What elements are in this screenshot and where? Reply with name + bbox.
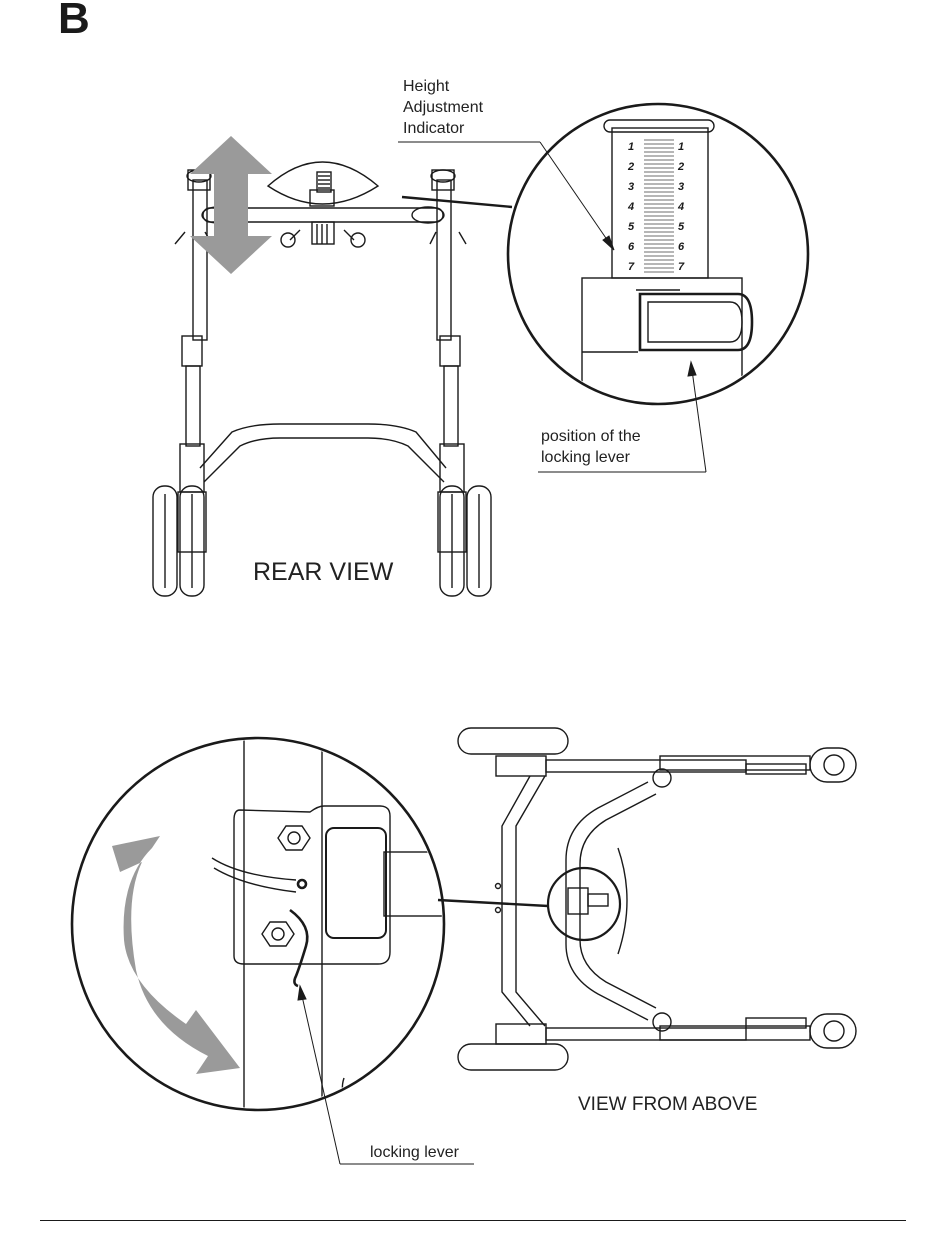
- scale-number: 5: [628, 221, 635, 233]
- backrest-arc: [268, 162, 378, 204]
- top-view-diagram: [0, 700, 950, 1180]
- lock-housing: [582, 278, 742, 418]
- inner-frame: [566, 782, 648, 1020]
- scale-number: 5: [678, 221, 685, 233]
- wheel-top-left: [458, 728, 568, 754]
- side-bar-bottom: [546, 1028, 746, 1040]
- height-indicator-callout: Height Adjustment Indicator: [403, 76, 483, 139]
- footer-rule: [40, 1220, 906, 1221]
- scale-numbers-right: 1 2 3 4 5 6 7: [677, 141, 685, 273]
- height-callout-leader: [540, 142, 610, 244]
- callout-line: Adjustment: [403, 97, 483, 118]
- scale-number: 1: [678, 141, 684, 153]
- bolt-top: [278, 826, 310, 850]
- scale-number: 7: [628, 261, 635, 273]
- scale-number: 3: [628, 181, 634, 193]
- callout-line: position of the: [541, 426, 641, 447]
- right-upper-tube: [437, 180, 451, 340]
- callout-line: Indicator: [403, 118, 483, 139]
- crossbar-stub: [384, 852, 444, 916]
- callout-connector: [402, 197, 512, 207]
- scale-number: 2: [677, 161, 684, 173]
- locking-lever-hook: [290, 910, 307, 986]
- scale-number: 1: [628, 141, 634, 153]
- lock-lever-leader: [302, 996, 340, 1164]
- lever-callout-leader: [692, 370, 706, 472]
- callout-line: Height: [403, 76, 483, 97]
- locking-lever-callout: locking lever: [370, 1142, 459, 1163]
- view-from-above-label: VIEW FROM ABOVE: [578, 1094, 757, 1116]
- spring-wire: [212, 858, 296, 880]
- scale-number: 2: [627, 161, 634, 173]
- scale-numbers-left: 1 2 3 4 5 6 7: [627, 141, 635, 273]
- scale-number: 4: [677, 201, 684, 213]
- height-adjust-arrow: [190, 136, 272, 274]
- callout-line: locking lever: [541, 447, 641, 468]
- scale-number: 3: [678, 181, 684, 193]
- front-wheel-top: [810, 748, 856, 782]
- rear-view-label: REAR VIEW: [253, 558, 393, 587]
- magnified-detail-circle: [508, 104, 808, 404]
- lever-position-callout: position of the locking lever: [541, 426, 641, 468]
- scale-number: 6: [628, 241, 635, 253]
- lock-clamp-pad: [326, 828, 386, 938]
- lock-location-circle: [548, 868, 620, 940]
- scale-number: 7: [678, 261, 685, 273]
- bolt-bottom: [262, 922, 294, 946]
- left-upper-tube: [193, 180, 207, 340]
- scale-number: 6: [678, 241, 685, 253]
- wheel-bottom-left: [458, 1044, 568, 1070]
- detail-connector: [438, 900, 548, 906]
- scale-number: 4: [627, 201, 634, 213]
- lower-frame: [200, 424, 446, 468]
- front-wheel-bottom: [810, 1014, 856, 1048]
- scale-bars: [644, 140, 674, 272]
